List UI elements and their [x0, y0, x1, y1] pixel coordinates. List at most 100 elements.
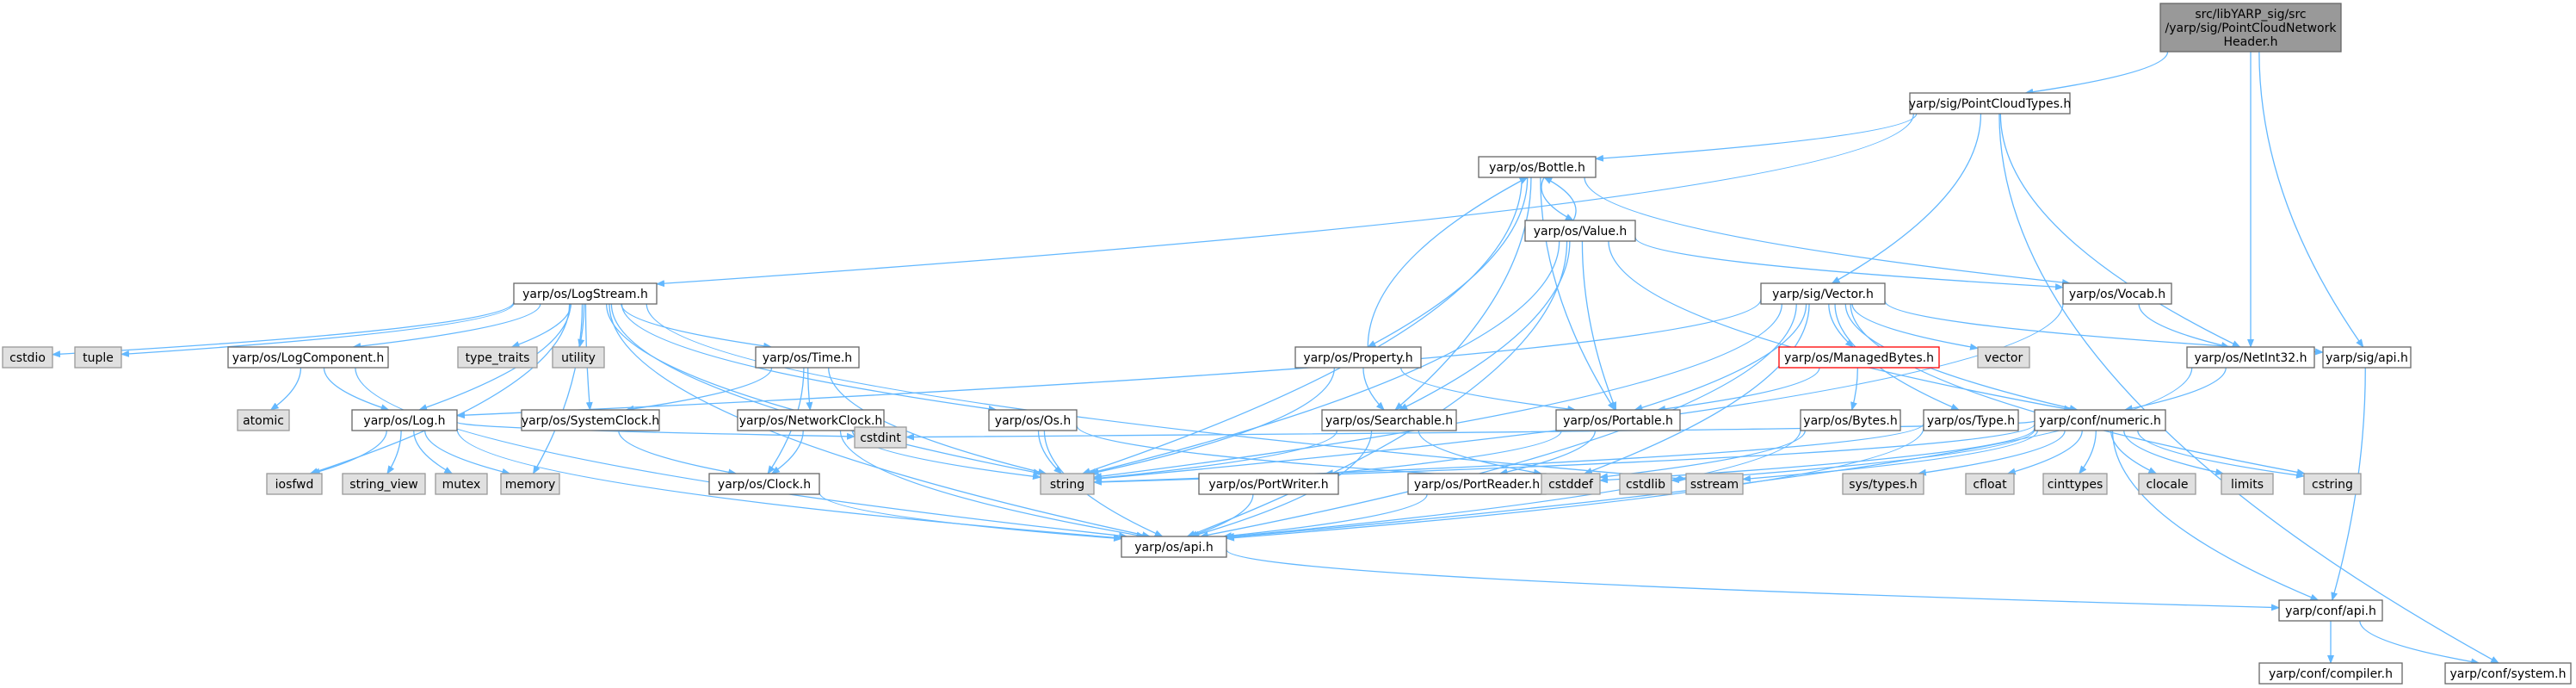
- edge-logstream-to-time: [621, 303, 773, 350]
- node-system[interactable]: yarp/conf/system.h: [2444, 662, 2572, 685]
- node-label-log: yarp/os/Log.h: [363, 414, 445, 428]
- node-label-time: yarp/os/Time.h: [763, 351, 852, 365]
- edge-value-to-bottle: [1543, 177, 1577, 221]
- edge-bottle-to-vocab: [1584, 177, 2071, 287]
- node-box-tuple: [74, 346, 122, 369]
- node-clocale: clocale: [2138, 473, 2196, 495]
- edge-pct-to-netint32: [1999, 113, 2241, 348]
- node-label-clocale: clocale: [2147, 478, 2189, 492]
- node-label-managedbytes: yarp/os/ManagedBytes.h: [1784, 351, 1934, 365]
- node-box-cstdint: [854, 426, 907, 449]
- node-box-portable: [1555, 409, 1681, 431]
- node-box-osapi: [1121, 536, 1227, 558]
- edge-confapi-to-system: [2359, 620, 2480, 666]
- node-numeric[interactable]: yarp/conf/numeric.h: [2034, 409, 2166, 431]
- node-box-numeric: [2034, 409, 2166, 431]
- node-portwriter[interactable]: yarp/os/PortWriter.h: [1198, 473, 1339, 495]
- node-osapi[interactable]: yarp/os/api.h: [1121, 536, 1227, 558]
- node-label-vector: yarp/sig/Vector.h: [1772, 288, 1874, 301]
- edge-clock-to-osapi: [819, 492, 1122, 542]
- node-vocab[interactable]: yarp/os/Vocab.h: [2062, 282, 2172, 305]
- node-box-vectorstd: [1977, 346, 2030, 369]
- node-vectorstd: vector: [1977, 346, 2030, 369]
- node-pct[interactable]: yarp/sig/PointCloudTypes.h: [1909, 92, 2072, 115]
- node-networkclock[interactable]: yarp/os/NetworkClock.h: [737, 409, 885, 431]
- node-box-string_view: [342, 473, 426, 495]
- node-box-string: [1040, 473, 1095, 495]
- node-box-limits: [2221, 473, 2274, 495]
- node-portable[interactable]: yarp/os/Portable.h: [1555, 409, 1681, 431]
- edge-log-to-memory: [424, 430, 511, 475]
- node-systypes: sys/types.h: [1842, 473, 1924, 495]
- node-box-sigapi: [2322, 346, 2412, 369]
- node-label-systypes: sys/types.h: [1849, 478, 1917, 492]
- edge-value-to-string: [1087, 240, 1560, 475]
- node-time[interactable]: yarp/os/Time.h: [755, 346, 860, 369]
- node-value[interactable]: yarp/os/Value.h: [1524, 220, 1636, 242]
- node-label-root: src/libYARP_sig/src/yarp/sig/PointCloudN…: [2165, 8, 2338, 49]
- node-box-bytes: [1800, 409, 1901, 431]
- node-box-logstream: [513, 282, 658, 305]
- edge-vector-to-portable: [1634, 303, 1807, 412]
- edge-osapi-to-confapi: [1226, 549, 2280, 611]
- node-label-cstdint: cstdint: [860, 431, 901, 445]
- node-netint32[interactable]: yarp/os/NetInt32.h: [2186, 346, 2315, 369]
- edge-netint32-to-osapi: [1226, 367, 2193, 541]
- node-label-value: yarp/os/Value.h: [1534, 225, 1628, 239]
- node-label-sigapi: yarp/sig/api.h: [2326, 351, 2408, 365]
- node-managedbytes[interactable]: yarp/os/ManagedBytes.h: [1778, 346, 1940, 369]
- edge-value-to-osapi: [1186, 240, 1568, 537]
- node-logcomponent[interactable]: yarp/os/LogComponent.h: [227, 346, 389, 369]
- node-vector[interactable]: yarp/sig/Vector.h: [1760, 282, 1886, 305]
- node-label-vectorstd: vector: [1985, 351, 2023, 365]
- node-systemclock[interactable]: yarp/os/SystemClock.h: [521, 409, 660, 431]
- node-typeh[interactable]: yarp/os/Type.h: [1923, 409, 2019, 431]
- edge-searchable-to-string: [1093, 430, 1337, 481]
- node-label-vocab: yarp/os/Vocab.h: [2069, 288, 2165, 301]
- edge-numeric-to-cstdlib: [1671, 429, 2035, 484]
- node-confapi[interactable]: yarp/conf/api.h: [2278, 599, 2383, 622]
- node-root[interactable]: src/libYARP_sig/src/yarp/sig/PointCloudN…: [2159, 3, 2342, 53]
- node-clock[interactable]: yarp/os/Clock.h: [708, 473, 820, 495]
- node-box-cinttypes: [2042, 473, 2108, 495]
- node-label-cinttypes: cinttypes: [2048, 478, 2103, 492]
- node-bottle[interactable]: yarp/os/Bottle.h: [1478, 156, 1597, 178]
- edge-bytes-to-cstddef: [1599, 430, 1806, 480]
- node-log[interactable]: yarp/os/Log.h: [351, 409, 458, 431]
- edge-netint32-to-numeric: [2123, 367, 2227, 412]
- node-logstream[interactable]: yarp/os/LogStream.h: [513, 282, 658, 305]
- node-label-type_traits: type_traits: [466, 351, 530, 365]
- edge-vector-to-vectorstd: [1851, 303, 1979, 350]
- node-osh[interactable]: yarp/os/Os.h: [988, 409, 1078, 431]
- node-label-iosfwd: iosfwd: [275, 478, 314, 492]
- node-box-bottle: [1478, 156, 1597, 178]
- edge-managedbytes-to-bytes: [1850, 367, 1859, 411]
- node-label-systemclock: yarp/os/SystemClock.h: [522, 414, 659, 428]
- node-label-mutex: mutex: [442, 478, 481, 492]
- node-portreader[interactable]: yarp/os/PortReader.h: [1407, 473, 1547, 495]
- node-label-system: yarp/conf/system.h: [2450, 667, 2567, 681]
- edge-log-to-mutex: [413, 430, 454, 474]
- edge-numeric-to-cfloat: [2006, 430, 2083, 475]
- node-box-clocale: [2138, 473, 2196, 495]
- edge-numeric-to-cstring: [2137, 430, 2305, 479]
- node-property[interactable]: yarp/os/Property.h: [1294, 346, 1422, 369]
- node-searchable[interactable]: yarp/os/Searchable.h: [1321, 409, 1457, 431]
- node-string_view: string_view: [342, 473, 426, 495]
- node-bytes[interactable]: yarp/os/Bytes.h: [1800, 409, 1901, 431]
- node-label-memory: memory: [505, 478, 556, 492]
- node-box-clock: [708, 473, 820, 495]
- node-box-utility: [552, 346, 605, 369]
- node-label-cstddef: cstddef: [1548, 478, 1594, 492]
- node-compiler[interactable]: yarp/conf/compiler.h: [2258, 662, 2403, 685]
- edge-value-to-portable: [1581, 240, 1617, 411]
- node-box-cstdio: [2, 346, 53, 369]
- node-box-cstring: [2303, 473, 2362, 495]
- node-box-typeh: [1923, 409, 2019, 431]
- edge-portable-to-portwriter: [1324, 430, 1562, 477]
- node-sigapi[interactable]: yarp/sig/api.h: [2322, 346, 2412, 369]
- edge-vector-to-sigapi: [1884, 301, 2324, 356]
- node-label-atomic: atomic: [243, 414, 284, 428]
- node-label-cstdlib: cstdlib: [1626, 478, 1665, 492]
- node-box-cstddef: [1541, 473, 1601, 495]
